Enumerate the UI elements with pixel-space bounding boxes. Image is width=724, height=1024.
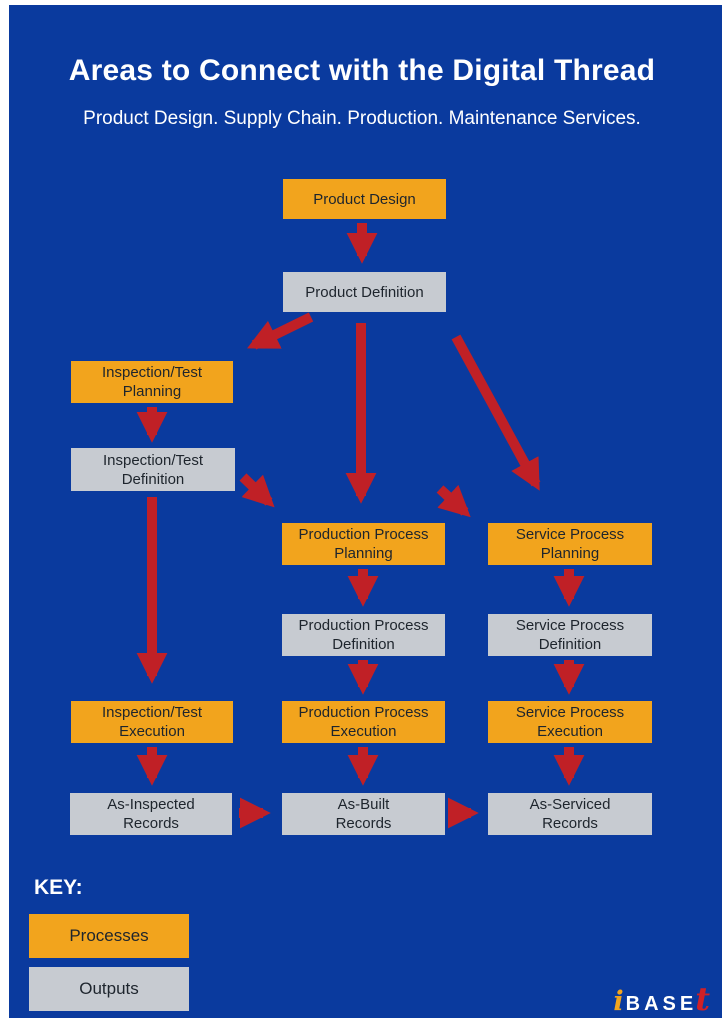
key-item-processes: Processes — [29, 914, 189, 958]
node-inspection-test-planning: Inspection/Test Planning — [71, 361, 233, 403]
node-production-process-planning: Production Process Planning — [282, 523, 445, 565]
node-inspection-test-definition: Inspection/Test Definition — [71, 448, 235, 491]
page-border-left — [0, 0, 9, 1024]
key-heading: KEY: — [34, 876, 83, 899]
node-production-process-execution: Production Process Execution — [282, 701, 445, 743]
node-as-built-records: As-Built Records — [282, 793, 445, 835]
node-inspection-test-execution: Inspection/Test Execution — [71, 701, 233, 743]
logo-i: i — [613, 986, 624, 1017]
node-production-process-definition: Production Process Definition — [282, 614, 445, 656]
node-as-serviced-records: As-Serviced Records — [488, 793, 652, 835]
page-border-bottom — [0, 1018, 724, 1024]
logo-base: BASE — [625, 993, 698, 1015]
node-service-process-planning: Service Process Planning — [488, 523, 652, 565]
key-item-outputs: Outputs — [29, 967, 189, 1011]
page-border-top — [0, 0, 724, 5]
page-title: Areas to Connect with the Digital Thread — [68, 54, 656, 87]
node-service-process-execution: Service Process Execution — [488, 701, 652, 743]
arrow-product-definition-to-inspection-test-planning — [247, 312, 314, 350]
arrow-product-definition-to-service-process-planning — [451, 334, 541, 491]
node-product-definition: Product Definition — [283, 272, 446, 312]
page-subtitle: Product Design. Supply Chain. Production… — [83, 108, 641, 129]
arrow-inspection-test-definition-to-production-process-planning — [239, 473, 275, 508]
node-product-design: Product Design — [283, 179, 446, 219]
arrow-to-service-process-planning — [436, 484, 471, 518]
node-as-inspected-records: As-Inspected Records — [70, 793, 232, 835]
node-service-process-definition: Service Process Definition — [488, 614, 652, 656]
ibaset-logo: i BASE t — [590, 980, 710, 1018]
page-border-right — [722, 0, 724, 1024]
logo-t: t — [695, 980, 710, 1018]
